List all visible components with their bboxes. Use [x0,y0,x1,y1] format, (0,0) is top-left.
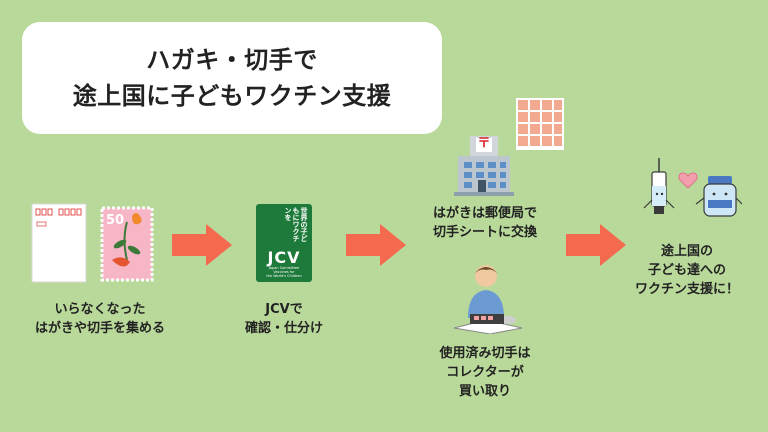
postcard-and-stamp-illustration: 50 [31,203,154,283]
step-collector-line-1: 使用済み切手は [439,346,531,361]
title-line-1: ハガキ・切手で [146,46,318,74]
arrow-icon-3 [566,224,626,266]
title-card: ハガキ・切手で 途上国に子どもワクチン支援 [22,22,442,134]
step-jcv-line-1: JCVで [265,302,303,317]
step-collect-line-1: いらなくなった [54,302,146,317]
vaccine-vial-icon [695,176,742,217]
step-result-caption: 途上国の 子ども達への ワクチン支援に！ [612,242,762,299]
postcard-icon [31,203,87,283]
arrow-icon-2 [346,224,406,266]
stamp-sheet-icon [516,98,564,150]
jcv-logo-subtitle: Japan Committee Vaccines for the World's… [266,266,302,278]
step-collect-line-2: はがきや切手を集める [34,321,165,336]
syringe-icon [643,158,675,214]
step-exchange-line-1: はがきは郵便局で [432,206,537,221]
jcv-logo-vertical-text: 世界の子どもにワクチンを [284,207,308,242]
title-line-2: 途上国に子どもワクチン支援 [72,82,392,110]
vaccine-characters-illustration [643,158,742,217]
step-result-line-2: 子ども達への [647,263,726,278]
step-collector-line-3: 買い取り [458,384,511,399]
heart-icon [678,172,698,189]
step-collector-caption: 使用済み切手は コレクターが 買い取り [410,344,560,401]
jcv-logo-text: JCV [267,248,301,267]
stamp-icon [100,206,154,282]
step-collect-caption: いらなくなった はがきや切手を集める [10,300,190,338]
step-collector-line-2: コレクターが [446,365,524,380]
step-result-line-3: ワクチン支援に！ [634,282,739,297]
post-office-icon [454,136,514,196]
arrow-icon-1 [172,224,232,266]
stamp-value: 50 [106,213,124,228]
collector-person-icon [453,265,523,334]
post-mark-icon: 〒 [477,136,491,151]
step-jcv-caption: JCVで 確認・仕分け [214,300,354,338]
step-exchange-line-2: 切手シートに交換 [432,225,537,240]
step-result-line-1: 途上国の [660,244,713,259]
step-exchange-caption: はがきは郵便局で 切手シートに交換 [410,204,560,242]
jcv-logo: 世界の子どもにワクチンを JCV Japan Committee Vaccine… [256,204,312,282]
step-jcv-line-2: 確認・仕分け [244,321,323,336]
